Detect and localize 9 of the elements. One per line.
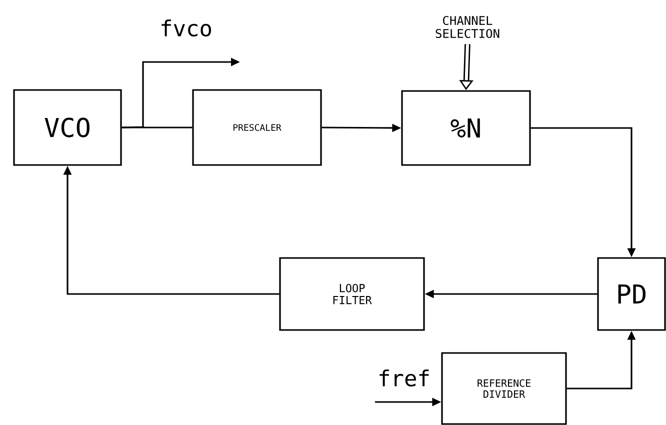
signal-label: fref: [380, 369, 429, 386]
block-box: LOOP FILTER: [279, 257, 425, 331]
input-label: CHANNEL SELECTION: [436, 16, 500, 38]
block-box: %N: [401, 90, 531, 166]
block-box: PRESCALER: [192, 89, 322, 166]
signal-label: fvco: [162, 19, 212, 37]
block-box: VCO: [13, 89, 122, 166]
block-box: PD: [597, 257, 666, 331]
block-box: REFERENCE DIVIDER: [441, 352, 567, 425]
